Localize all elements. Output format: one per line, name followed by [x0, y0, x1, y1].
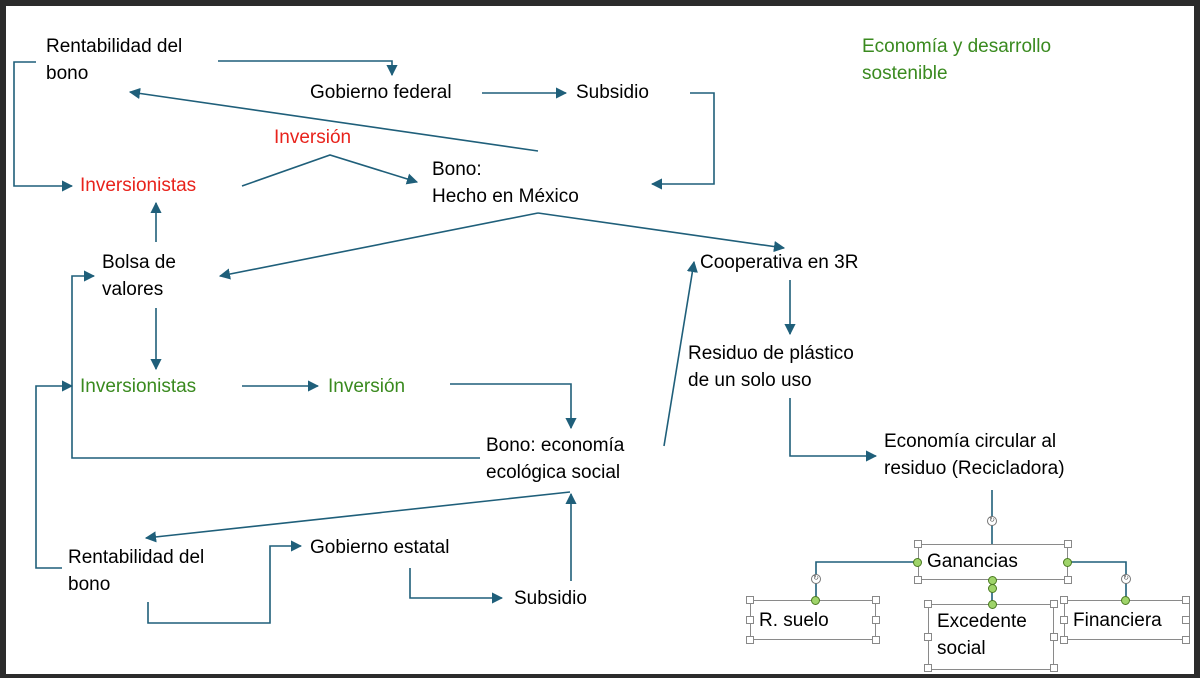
diagram-canvas: Rentabilidad del bono Gobierno federal S…	[6, 6, 1194, 674]
rotate-handle-icon[interactable]: ↻	[987, 516, 997, 526]
rotate-handle-icon[interactable]: ↻	[1121, 574, 1131, 584]
node-subsidio-top: Subsidio	[576, 82, 649, 103]
arrow-subsidio-to-bono-mexico	[650, 92, 715, 190]
arrow-rentabilidad-to-gobierno-federal	[218, 60, 398, 77]
arrow-bono-ecologica-to-bolsa	[71, 270, 480, 459]
resize-handle[interactable]	[924, 633, 932, 641]
node-inversionistas-top: Inversionistas	[80, 175, 197, 196]
connection-point[interactable]	[913, 558, 922, 567]
node-bono-ecologica: Bono: economía ecológica social	[486, 435, 625, 483]
resize-handle[interactable]	[1050, 600, 1058, 608]
connector-layer	[13, 60, 1127, 624]
resize-handle[interactable]	[1064, 540, 1072, 548]
resize-handle[interactable]	[1050, 633, 1058, 641]
arrow-bono-mexico-to-bolsa	[218, 212, 539, 280]
arrow-gobierno-estatal-to-subsidio	[409, 568, 504, 604]
node-inversion-bottom: Inversión	[328, 376, 406, 397]
arrow-bono-mexico-to-rentabilidad	[128, 87, 539, 152]
node-bono-mexico: Bono: Hecho en México	[432, 159, 579, 207]
resize-handle[interactable]	[1064, 576, 1072, 584]
arrow-rentabilidad-to-gobierno-estatal	[147, 540, 303, 624]
resize-handle[interactable]	[1060, 616, 1068, 624]
arrow-bono-mexico-to-cooperativa	[537, 212, 786, 253]
resize-handle[interactable]	[872, 596, 880, 604]
node-bolsa-valores: Bolsa de valores	[102, 252, 176, 300]
resize-handle[interactable]	[1182, 616, 1190, 624]
rotate-handle-icon[interactable]: ↻	[811, 574, 821, 584]
resize-handle[interactable]	[1060, 636, 1068, 644]
node-cooperativa: Cooperativa en 3R	[700, 252, 859, 273]
arrow-bono-ecologica-to-cooperativa	[663, 260, 698, 447]
resize-handle[interactable]	[746, 636, 754, 644]
resize-handle[interactable]	[924, 600, 932, 608]
box-financiera[interactable]: Financiera	[1064, 600, 1190, 640]
resize-handle[interactable]	[914, 540, 922, 548]
diagram-title: Economía y desarrollo sostenible	[862, 36, 1052, 84]
connection-point[interactable]	[1063, 558, 1072, 567]
resize-handle[interactable]	[872, 636, 880, 644]
node-inversion-top: Inversión	[274, 127, 352, 148]
node-excedente-social: Excedente social	[937, 611, 1027, 659]
box-ganancias[interactable]: Ganancias	[918, 544, 1068, 580]
node-financiera: Financiera	[1073, 610, 1162, 631]
arrow-bono-ecologica-to-rentabilidad-bottom	[144, 491, 571, 543]
resize-handle[interactable]	[1060, 596, 1068, 604]
node-ganancias: Ganancias	[927, 551, 1018, 572]
node-rentabilidad-top: Rentabilidad del bono	[46, 36, 183, 84]
node-economia-circular: Economía circular al residuo (Reciclador…	[884, 431, 1065, 479]
arrow-bracket-to-inversionistas-bottom	[35, 380, 74, 569]
box-r-suelo[interactable]: R. suelo	[750, 600, 876, 640]
resize-handle[interactable]	[872, 616, 880, 624]
resize-handle[interactable]	[746, 596, 754, 604]
node-residuo-plastico: Residuo de plástico de un solo uso	[688, 343, 854, 391]
arrow-inversionistas-via-inversion-to-bono	[241, 154, 419, 187]
connection-point[interactable]	[811, 596, 820, 605]
arrow-bracket-to-inversionistas-top	[13, 61, 74, 192]
node-rentabilidad-bottom: Rentabilidad del bono	[68, 547, 205, 595]
node-inversionistas-bottom: Inversionistas	[80, 376, 197, 397]
box-excedente-social[interactable]: Excedente social	[928, 604, 1054, 670]
resize-handle[interactable]	[1182, 636, 1190, 644]
node-gobierno-estatal: Gobierno estatal	[310, 537, 450, 558]
connection-point[interactable]	[1121, 596, 1130, 605]
node-subsidio-bottom: Subsidio	[514, 588, 587, 609]
node-gobierno-federal: Gobierno federal	[310, 82, 452, 103]
resize-handle[interactable]	[924, 664, 932, 672]
connector-ganancias-to-financiera	[1068, 561, 1127, 601]
node-r-suelo: R. suelo	[759, 610, 829, 631]
arrow-residuo-to-economia-circular	[789, 398, 878, 462]
resize-handle[interactable]	[746, 616, 754, 624]
connector-ganancias-to-r-suelo	[815, 561, 916, 601]
resize-handle[interactable]	[1050, 664, 1058, 672]
connection-point[interactable]	[988, 600, 997, 609]
arrow-inversion-to-bono-ecologica	[450, 383, 577, 430]
connection-point[interactable]	[988, 584, 997, 593]
resize-handle[interactable]	[1182, 596, 1190, 604]
resize-handle[interactable]	[914, 576, 922, 584]
